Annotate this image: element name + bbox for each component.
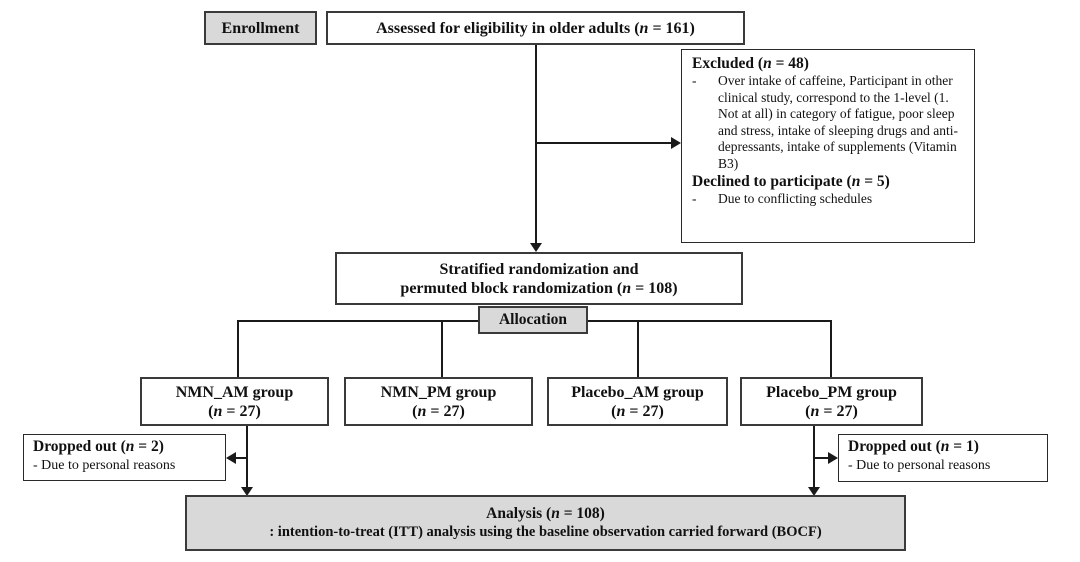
group-n-italic: n — [417, 402, 427, 420]
allocation-drop-line-3 — [637, 321, 639, 377]
group-count-post: = 27) — [819, 402, 858, 420]
allocation-label: Allocation — [498, 311, 568, 328]
dropped-left-arrowhead-icon — [226, 452, 236, 464]
excluded-title-pre: Excluded ( — [692, 55, 764, 72]
analysis-subtitle: : intention-to-treat (ITT) analysis usin… — [269, 524, 822, 540]
enrollment-label: Enrollment — [221, 19, 300, 37]
randomization-n-italic: n — [622, 279, 632, 297]
declined-title: Declined to participate (n = 5) — [692, 172, 966, 191]
randomization-arrowhead-icon — [530, 243, 542, 252]
dropped-right-title-post: = 1) — [949, 438, 979, 455]
assessed-to-randomization-line — [535, 45, 537, 243]
allocation-drop-line-2 — [441, 321, 443, 377]
analysis-title-pre: Analysis ( — [486, 505, 552, 522]
randomization-line1: Stratified randomization and — [439, 260, 639, 278]
group-count-pre: ( — [208, 402, 214, 420]
group-name: NMN_AM group — [175, 383, 294, 401]
randomization-box: Stratified randomization and permuted bl… — [335, 252, 743, 305]
group-count-post: = 27) — [426, 402, 465, 420]
group-n-italic: n — [213, 402, 223, 420]
analysis-box: Analysis (n = 108) : intention-to-treat … — [185, 495, 906, 551]
group-box-placebo-pm: Placebo_PM group (n = 27) — [740, 377, 923, 426]
excluded-bullet-dash: - — [692, 73, 697, 88]
dropped-left-title: Dropped out (n = 2) — [33, 437, 219, 457]
randomization-line2-post: = 108) — [631, 279, 678, 297]
excluded-box: Excluded (n = 48) - Over intake of caffe… — [681, 49, 975, 243]
group-box-placebo-am: Placebo_AM group (n = 27) — [547, 377, 728, 426]
dropped-left-n-italic: n — [125, 438, 135, 455]
nmn-am-to-analysis-line — [246, 426, 248, 487]
declined-title-post: = 5) — [860, 173, 890, 190]
dropped-left-branch-line — [233, 457, 248, 459]
dropped-right-branch-line — [814, 457, 829, 459]
placebo-pm-to-analysis-line — [813, 426, 815, 487]
dropped-left-reason: - Due to personal reasons — [33, 458, 176, 473]
dropped-out-left-box: Dropped out (n = 2) - Due to personal re… — [23, 434, 226, 481]
excluded-title-post: = 48) — [771, 55, 809, 72]
dropped-left-title-pre: Dropped out ( — [33, 438, 126, 455]
group-n-italic: n — [810, 402, 820, 420]
dropped-right-title-pre: Dropped out ( — [848, 438, 941, 455]
assessed-text-pre: Assessed for eligibility in older adults… — [376, 19, 640, 37]
group-count: (n = 27) — [208, 402, 261, 421]
allocation-drop-line-4 — [830, 321, 832, 377]
excluded-bullet-item: - Over intake of caffeine, Participant i… — [692, 73, 966, 172]
group-count-pre: ( — [805, 402, 811, 420]
assessed-text-post: = 161) — [648, 19, 695, 37]
declined-title-pre: Declined to participate ( — [692, 173, 852, 190]
analysis-title: Analysis (n = 108) — [486, 505, 605, 523]
group-count-pre: ( — [611, 402, 617, 420]
dropped-right-reason: - Due to personal reasons — [848, 458, 991, 473]
dropped-right-n-italic: n — [940, 438, 950, 455]
enrollment-stage-box: Enrollment — [204, 11, 317, 45]
excluded-n-italic: n — [763, 55, 772, 72]
dropped-out-right-box: Dropped out (n = 1) - Due to personal re… — [838, 434, 1048, 482]
analysis-n-italic: n — [551, 505, 560, 522]
declined-n-italic: n — [851, 173, 861, 190]
group-name: NMN_PM group — [380, 383, 497, 401]
group-name: Placebo_AM group — [571, 383, 704, 401]
group-count-post: = 27) — [222, 402, 261, 420]
randomization-line2: permuted block randomization (n = 108) — [400, 279, 677, 298]
group-name: Placebo_PM group — [766, 383, 897, 401]
randomization-line2-pre: permuted block randomization ( — [400, 279, 623, 297]
group-count-post: = 27) — [625, 402, 664, 420]
dropped-left-title-post: = 2) — [134, 438, 164, 455]
assessed-eligibility-label: Assessed for eligibility in older adults… — [376, 19, 695, 38]
group-box-nmn-am: NMN_AM group (n = 27) — [140, 377, 329, 426]
excluded-title: Excluded (n = 48) — [692, 54, 966, 73]
group-box-nmn-pm: NMN_PM group (n = 27) — [344, 377, 533, 426]
allocation-stage-box: Allocation — [478, 306, 588, 334]
analysis-left-arrowhead-icon — [241, 487, 253, 496]
assessed-eligibility-box: Assessed for eligibility in older adults… — [326, 11, 745, 45]
group-n-italic: n — [616, 402, 626, 420]
analysis-title-post: = 108) — [559, 505, 605, 522]
group-count: (n = 27) — [805, 402, 858, 421]
dropped-right-title: Dropped out (n = 1) — [848, 437, 1041, 457]
declined-bullet-item: - Due to conflicting schedules — [692, 191, 966, 208]
allocation-drop-line-1 — [237, 321, 239, 377]
excluded-arrowhead-icon — [671, 137, 681, 149]
group-count: (n = 27) — [412, 402, 465, 421]
declined-bullet-dash: - — [692, 191, 697, 206]
analysis-right-arrowhead-icon — [808, 487, 820, 496]
excluded-bullet-text: Over intake of caffeine, Participant in … — [718, 73, 958, 171]
group-count-pre: ( — [412, 402, 418, 420]
assessed-n-italic: n — [639, 19, 649, 37]
declined-bullet-text: Due to conflicting schedules — [718, 191, 873, 206]
dropped-right-arrowhead-icon — [828, 452, 838, 464]
excluded-branch-line — [536, 142, 672, 144]
group-count: (n = 27) — [611, 402, 664, 421]
